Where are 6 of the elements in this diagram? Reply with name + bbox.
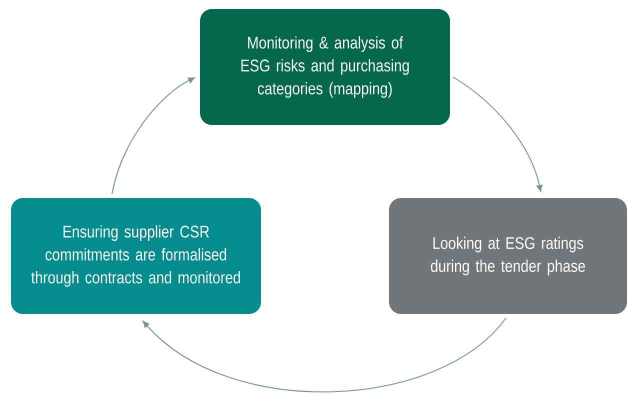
process-box: Ensuring supplier CSR commitments are formalised through contracts and monitored: [11, 198, 261, 314]
arrow: [142, 318, 506, 392]
arrow: [452, 76, 542, 192]
process-box: Monitoring & analysis of ESG risks and purchasing categories (mapping): [200, 9, 450, 125]
arrow: [112, 77, 195, 194]
process-box: Looking at ESG ratings during the tender phase: [389, 198, 627, 314]
